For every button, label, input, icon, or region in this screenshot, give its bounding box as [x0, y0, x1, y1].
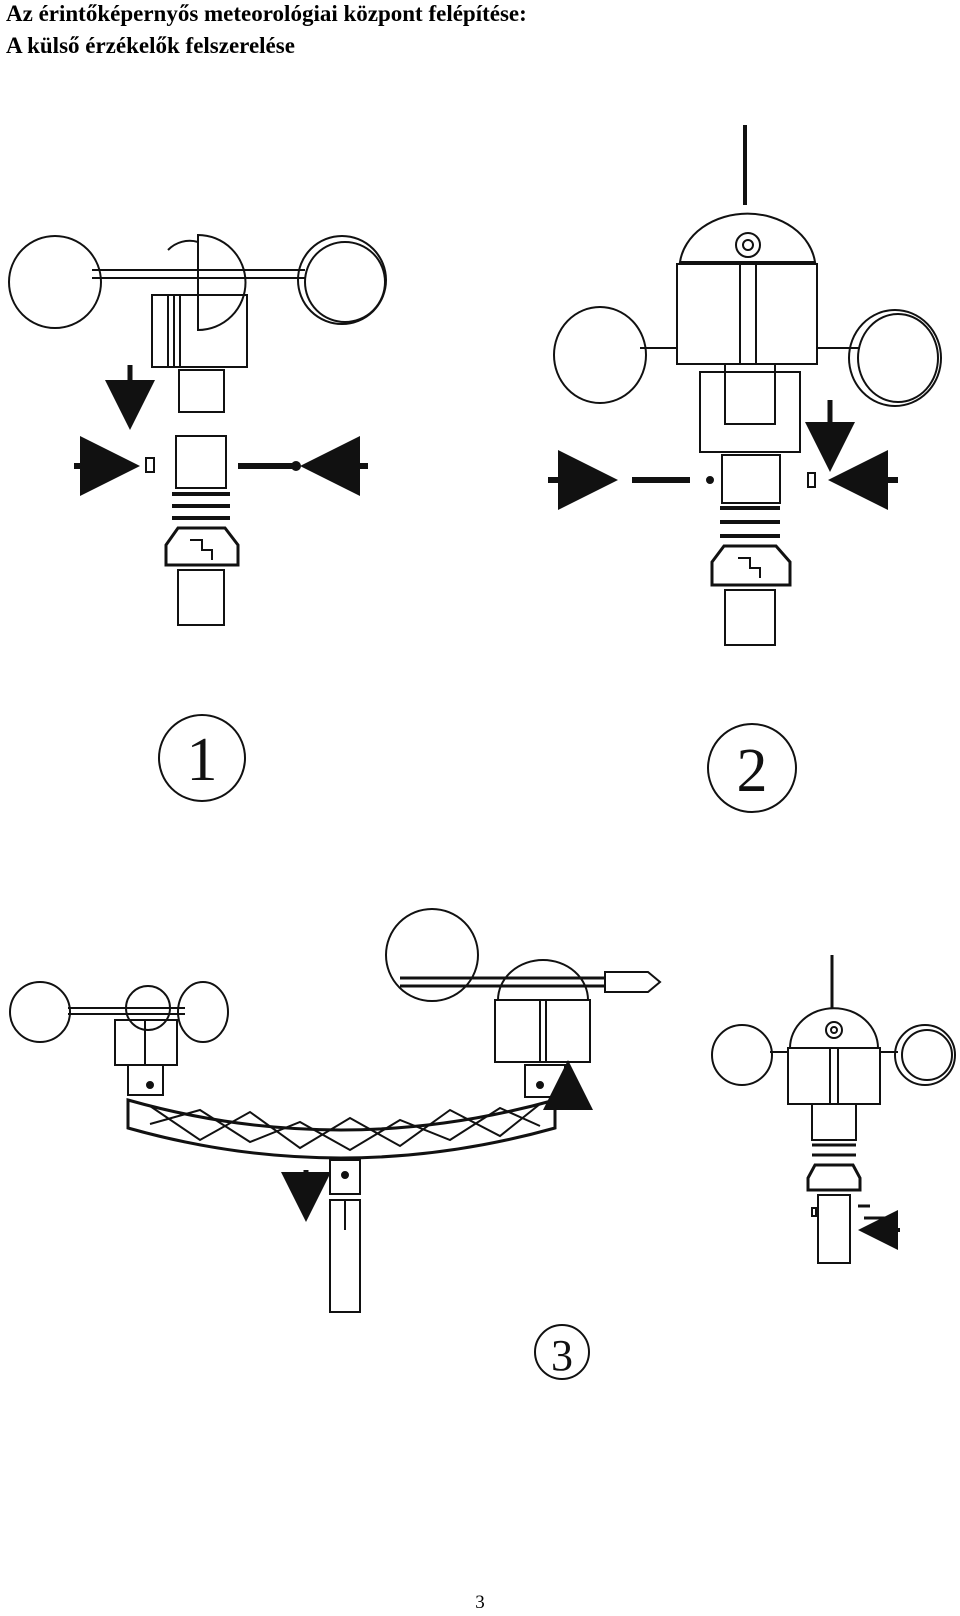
page-title: Az érintőképernyős meteorológiai központ…	[6, 1, 527, 26]
anemometer-cup-left	[8, 235, 102, 329]
cup-right	[848, 309, 942, 407]
step-1-badge	[158, 714, 246, 802]
page-number: 3	[475, 1592, 485, 1613]
step-2-label: 2	[737, 737, 768, 805]
vane-tail	[604, 971, 662, 993]
nut-icon	[807, 472, 816, 488]
crossarm-bracket	[126, 1098, 557, 1160]
mounting-pole	[724, 589, 776, 646]
step2-sensor-head-drawing	[548, 125, 942, 646]
step-1-label: 1	[187, 726, 218, 794]
nut-icon	[145, 457, 155, 473]
anemometer-cup-right	[297, 235, 387, 325]
step-3-badge	[534, 1324, 590, 1380]
sensor-dome	[678, 212, 817, 263]
anemometer-cup-center	[197, 233, 247, 332]
mounting-pole	[177, 569, 225, 626]
cup-left	[553, 306, 647, 404]
step1-anemometer-drawing	[8, 233, 387, 626]
step3-assembly-drawing	[9, 908, 662, 1313]
step3-detail-drawing	[711, 955, 956, 1264]
page-subtitle: A külső érzékelők felszerelése	[6, 33, 295, 58]
mount-bracket	[710, 544, 792, 587]
mount-bracket	[164, 526, 240, 567]
step-3-label: 3	[551, 1331, 573, 1380]
step-2-badge	[707, 723, 797, 813]
